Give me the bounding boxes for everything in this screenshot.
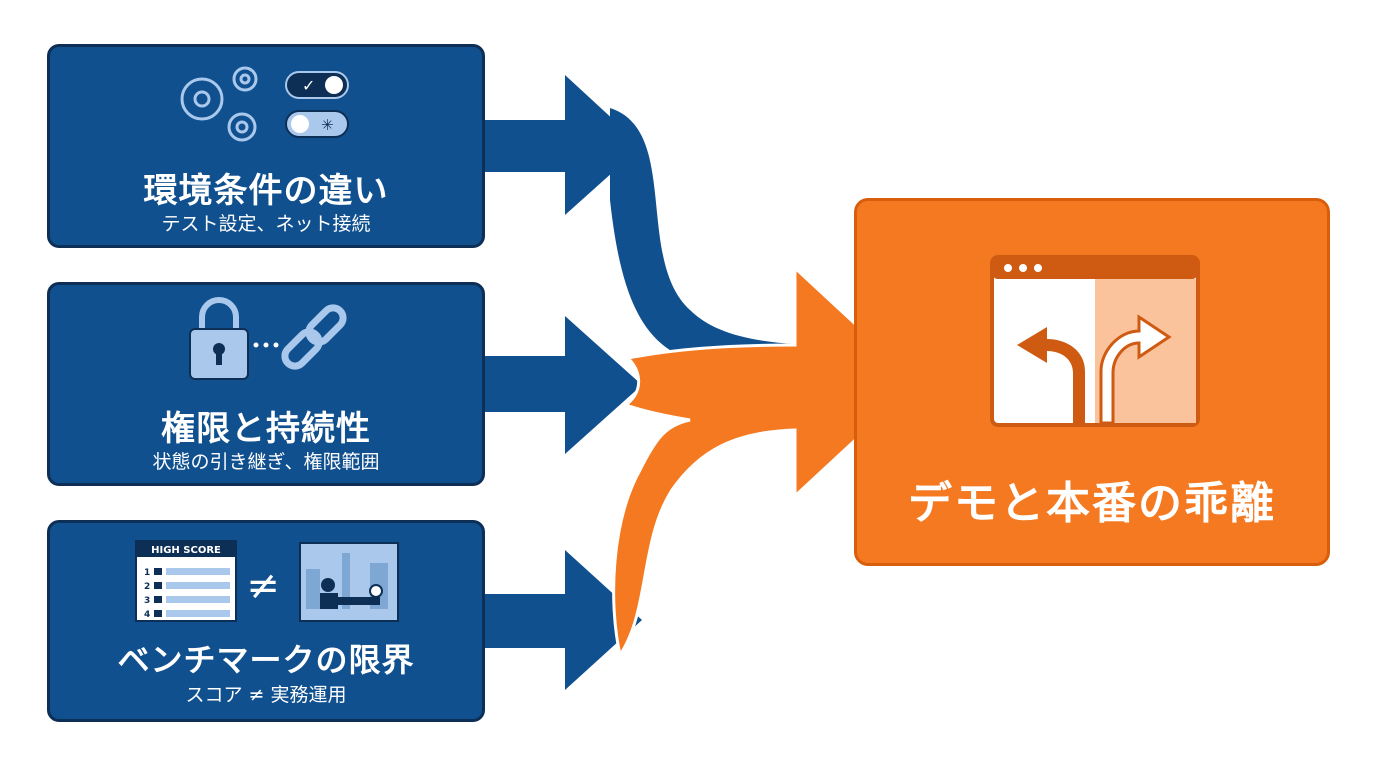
input-subtitle: スコア ≠ 実務運用: [185, 684, 347, 706]
output-box-demo-production-gap: デモと本番の乖離: [854, 198, 1330, 566]
permission-icons: [189, 297, 347, 380]
input-box-benchmark: HIGH SCORE 1 2 3 4 ≠: [47, 520, 485, 722]
arrow-merge-orange: [612, 264, 921, 659]
input-title: 環境条件の違い: [143, 171, 389, 211]
scoreboard-header: HIGH SCORE: [151, 545, 221, 556]
input-subtitle: 状態の引き継ぎ、権限範囲: [152, 451, 380, 473]
gears-icon: [180, 66, 258, 142]
input-title: ベンチマークの限界: [117, 641, 415, 679]
high-score-board-icon: HIGH SCORE 1 2 3 4: [135, 540, 237, 622]
output-title: デモと本番の乖離: [908, 478, 1276, 529]
padlock-icon: [189, 297, 249, 380]
scoreboard-rank: 4: [144, 610, 150, 620]
arrow-env-curve: [610, 108, 830, 362]
input-title: 権限と持続性: [161, 409, 371, 449]
svg-text:✓: ✓: [302, 76, 315, 95]
environment-icons: ✓ ✳: [180, 66, 349, 142]
arrow-env-head: [485, 75, 642, 215]
input-box-environment: ✓ ✳ 環境条件の違い テスト設定、ネット接続: [47, 44, 485, 248]
arrow-bench-head: [485, 550, 642, 690]
not-equal-icon: ≠: [246, 563, 280, 609]
scoreboard-rank: 1: [144, 568, 150, 578]
real-world-workplace-icon: [299, 542, 399, 622]
input-box-permissions: 権限と持続性 状態の引き継ぎ、権限範囲: [47, 282, 485, 486]
dots-connector: [253, 342, 279, 348]
scoreboard-rank: 2: [144, 582, 150, 592]
chain-link-icon: [281, 304, 347, 370]
diverging-paths-window-icon: [990, 255, 1200, 427]
svg-text:✳: ✳: [321, 116, 334, 134]
toggle-switches-icon: ✓ ✳: [285, 71, 349, 138]
scoreboard-rank: 3: [144, 596, 150, 606]
benchmark-icons: HIGH SCORE 1 2 3 4 ≠: [135, 540, 399, 622]
input-subtitle: テスト設定、ネット接続: [161, 213, 371, 235]
arrow-perm-head: [485, 316, 642, 454]
